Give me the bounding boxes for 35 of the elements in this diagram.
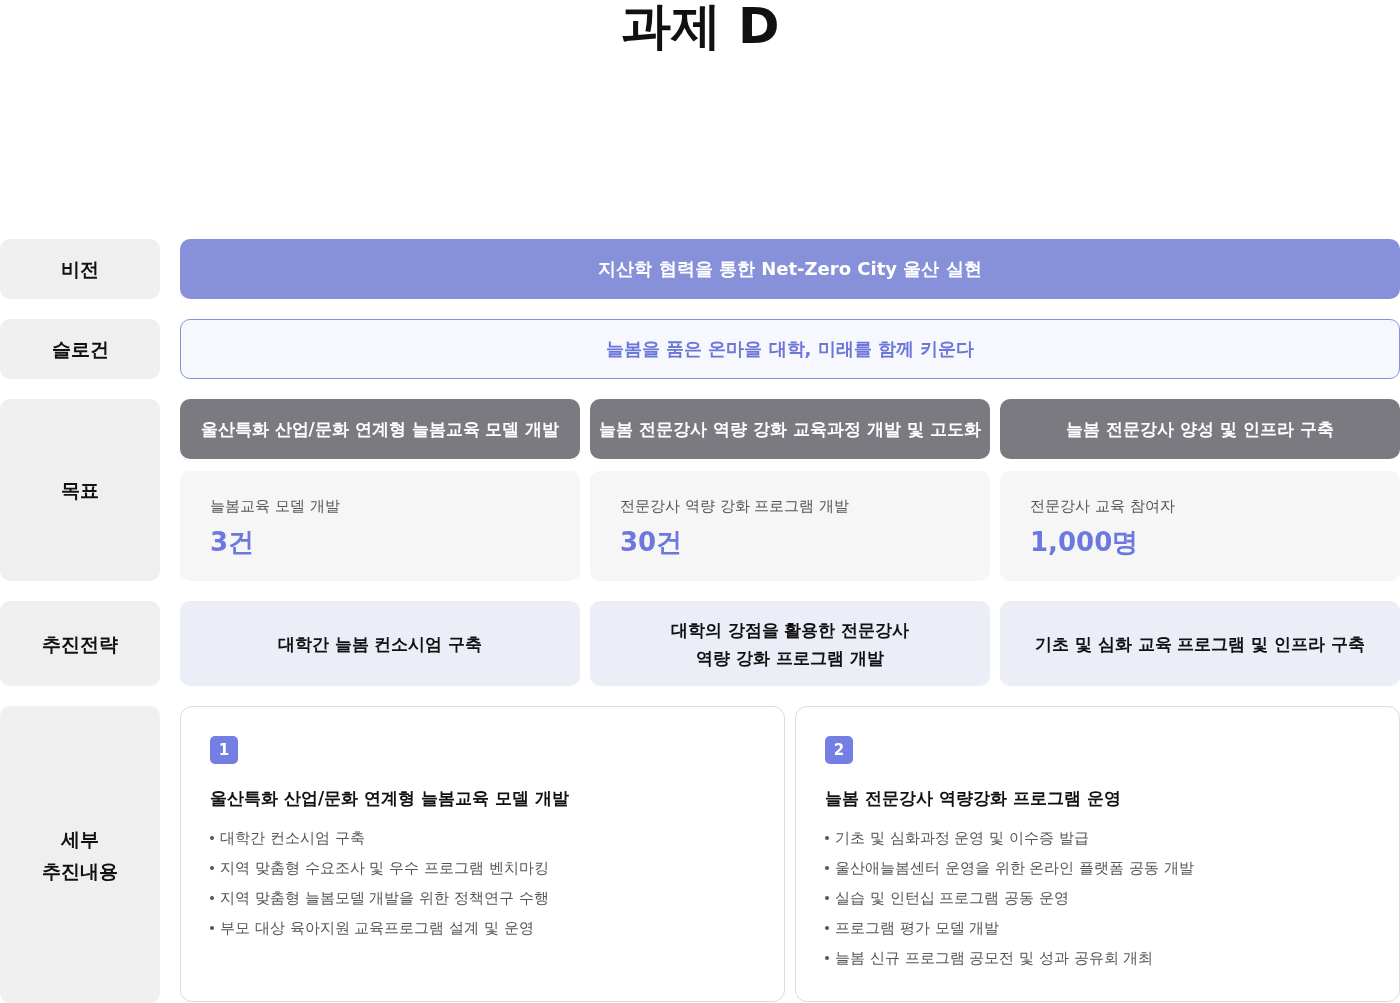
card-heading: 늘봄 전문강사 역량강화 프로그램 운영 (825, 787, 1121, 810)
bullet-item: 실습 및 인턴십 프로그램 공동 운영 (835, 888, 1069, 908)
bullet-item: 프로그램 평가 모델 개발 (835, 918, 1000, 938)
row-header: 슬로건 (0, 319, 160, 379)
row-header: 추진전략 (0, 601, 160, 686)
row-header: 비전 (0, 239, 160, 299)
goal-header: 늘봄 전문강사 양성 및 인프라 구축 (1000, 399, 1400, 459)
metric-value: 30건 (620, 526, 683, 559)
goal-header: 늘봄 전문강사 역량 강화 교육과정 개발 및 고도화 (590, 399, 990, 459)
metric-label: 전문강사 역량 강화 프로그램 개발 (620, 497, 850, 516)
detail-card (180, 706, 785, 1002)
card-heading: 울산특화 산업/문화 연계형 늘봄교육 모델 개발 (210, 787, 569, 810)
detail-card (795, 706, 1400, 1002)
bullet-item: 부모 대상 육아지원 교육프로그램 설계 및 운영 (220, 918, 534, 938)
bullet-item: 대학간 컨소시엄 구축 (220, 828, 365, 848)
goal-header: 울산특화 산업/문화 연계형 늘봄교육 모델 개발 (180, 399, 580, 459)
slogan-banner: 늘봄을 품은 온마을 대학, 미래를 함께 키운다 (180, 319, 1400, 379)
bullet-item: 늘봄 신규 프로그램 공모전 및 성과 공유회 개최 (835, 948, 1154, 968)
metric-label: 늘봄교육 모델 개발 (210, 497, 340, 516)
bullet-item: 울산애늘봄센터 운영을 위한 온라인 플랫폼 공동 개발 (835, 858, 1194, 878)
metric-value: 3건 (210, 526, 255, 559)
strategy-panel: 대학간 늘봄 컨소시엄 구축 (180, 601, 580, 686)
row-header: 세부 추진내용 (0, 706, 160, 1003)
number-badge: 2 (825, 736, 853, 764)
bullet-item: 지역 맞춤형 늘봄모델 개발을 위한 정책연구 수행 (220, 888, 549, 908)
metric-label: 전문강사 교육 참여자 (1030, 497, 1175, 516)
row-header: 목표 (0, 399, 160, 581)
title: 과제 D (620, 0, 780, 53)
bullet-item: 지역 맞춤형 수요조사 및 우수 프로그램 벤치마킹 (220, 858, 549, 878)
metric-value: 1,000명 (1030, 526, 1139, 559)
bullet-item: 기초 및 심화과정 운영 및 이수증 발급 (835, 828, 1089, 848)
number-badge: 1 (210, 736, 238, 764)
strategy-panel: 기초 및 심화 교육 프로그램 및 인프라 구축 (1000, 601, 1400, 686)
vision-banner: 지산학 협력을 통한 Net-Zero City 울산 실현 (180, 239, 1400, 299)
strategy-panel: 대학의 강점을 활용한 전문강사 역량 강화 프로그램 개발 (590, 601, 990, 686)
